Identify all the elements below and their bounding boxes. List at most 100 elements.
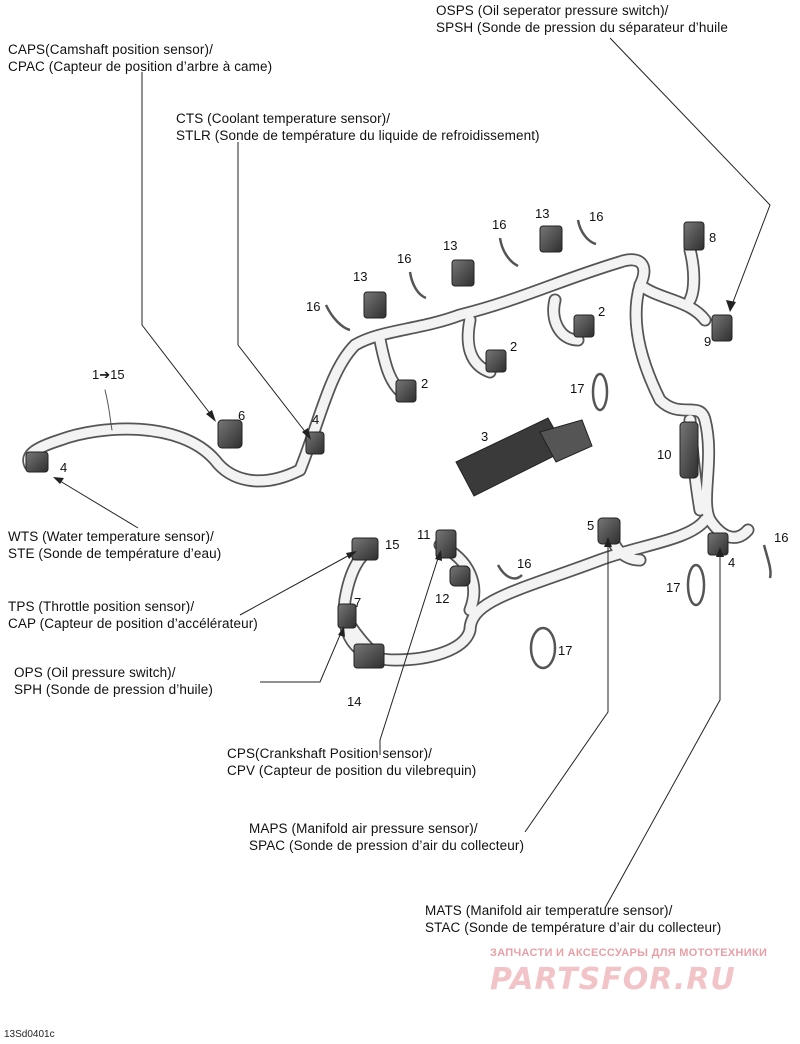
label-wts: WTS (Water temperature sensor)/ STE (Son… bbox=[8, 528, 221, 562]
callout-4-mats: 4 bbox=[728, 555, 735, 570]
connector-10 bbox=[679, 421, 699, 479]
clamp-17c bbox=[529, 626, 557, 670]
callout-6: 6 bbox=[238, 408, 245, 423]
callout-11: 11 bbox=[417, 527, 431, 542]
figure-code: 13Sd0401c bbox=[4, 1029, 55, 1040]
leader-arrowheads bbox=[53, 300, 736, 637]
label-ops: OPS (Oil pressure switch)/ SPH (Sonde de… bbox=[14, 664, 213, 698]
leader-cps bbox=[379, 551, 441, 755]
label-maps-fr: SPAC (Sonde de pression d’air du collect… bbox=[249, 838, 525, 853]
label-cps: CPS(Crankshaft Position sensor)/ CPV (Ca… bbox=[227, 745, 476, 779]
watermark-tagline: ЗАПЧАСТИ И АКСЕССУАРЫ ДЛЯ МОТОТЕХНИКИ bbox=[490, 947, 768, 959]
callout-numbers: 1➔15 6 4 4 16 13 16 13 16 13 16 8 9 2 2 … bbox=[60, 206, 788, 709]
label-cts-fr: STLR (Sonde de température du liquide de… bbox=[176, 128, 540, 143]
callout-3: 3 bbox=[481, 429, 488, 444]
callout-5: 5 bbox=[587, 518, 594, 533]
clamp-16c bbox=[498, 237, 519, 268]
label-wts-en: WTS (Water temperature sensor)/ bbox=[8, 529, 214, 544]
connector-2b bbox=[485, 349, 507, 373]
callout-12: 12 bbox=[435, 591, 449, 606]
label-osps-en: OSPS (Oil seperator pressure switch)/ bbox=[436, 3, 669, 18]
callout-7: 7 bbox=[354, 595, 361, 610]
label-mats: MATS (Manifold air temperature sensor)/ … bbox=[425, 902, 721, 936]
callout-13-a: 13 bbox=[353, 269, 367, 284]
callout-16-d: 16 bbox=[589, 209, 603, 224]
callout-17-a: 17 bbox=[570, 381, 584, 396]
clamp-16a bbox=[324, 304, 351, 332]
label-caps-fr: CPAC (Capteur de position d’arbre à came… bbox=[8, 59, 273, 74]
connector-4b bbox=[25, 451, 49, 473]
callout-9: 9 bbox=[704, 334, 711, 349]
label-osps: OSPS (Oil seperator pressure switch)/ SP… bbox=[436, 2, 728, 36]
callout-4-wts: 4 bbox=[60, 460, 67, 475]
connector-13c bbox=[539, 225, 563, 253]
callout-8: 8 bbox=[709, 230, 716, 245]
callout-10: 10 bbox=[657, 447, 671, 462]
label-mats-fr: STAC (Sonde de température d’air du coll… bbox=[425, 920, 722, 935]
leader-osps bbox=[609, 37, 771, 311]
label-ops-fr: SPH (Sonde de pression d’huile) bbox=[14, 682, 213, 697]
callout-17-c: 17 bbox=[558, 643, 572, 658]
label-cts-en: CTS (Coolant temperature sensor)/ bbox=[176, 111, 391, 126]
leader-wts bbox=[54, 477, 139, 529]
callout-16-f: 16 bbox=[774, 530, 788, 545]
connector-13b bbox=[451, 259, 475, 287]
label-caps: CAPS(Camshaft position sensor)/ CPAC (Ca… bbox=[8, 41, 272, 75]
connector-9 bbox=[711, 314, 733, 342]
leader-lines bbox=[54, 37, 771, 909]
label-tps-en: TPS (Throttle position sensor)/ bbox=[8, 599, 195, 614]
connector-3-plug bbox=[539, 419, 593, 463]
callout-16-c: 16 bbox=[492, 217, 506, 232]
callout-14: 14 bbox=[347, 694, 361, 709]
callout-range: 1➔15 bbox=[92, 367, 125, 382]
connector-12 bbox=[449, 565, 471, 587]
label-mats-en: MATS (Manifold air temperature sensor)/ bbox=[425, 903, 673, 918]
callout-16-e: 16 bbox=[517, 556, 531, 571]
clamp-16f bbox=[762, 544, 772, 579]
connector-4a bbox=[305, 431, 325, 455]
label-cps-en: CPS(Crankshaft Position sensor)/ bbox=[227, 746, 433, 761]
callout-13-c: 13 bbox=[535, 206, 549, 221]
clamp-17a bbox=[591, 372, 609, 412]
connector-4c bbox=[707, 532, 729, 556]
label-tps-fr: CAP (Capteur de position d’accélérateur) bbox=[8, 616, 258, 631]
callout-2-c: 2 bbox=[598, 304, 605, 319]
connectors bbox=[25, 221, 733, 669]
connector-15 bbox=[351, 537, 379, 561]
connector-2c bbox=[573, 314, 595, 338]
callout-17-b: 17 bbox=[666, 580, 680, 595]
leader-mats bbox=[604, 550, 721, 909]
connector-6 bbox=[217, 419, 243, 449]
label-tps: TPS (Throttle position sensor)/ CAP (Cap… bbox=[8, 598, 258, 632]
callout-15: 15 bbox=[385, 537, 399, 552]
label-maps: MAPS (Manifold air pressure sensor)/ SPA… bbox=[249, 820, 524, 854]
callout-13-b: 13 bbox=[443, 238, 457, 253]
connector-2a bbox=[395, 379, 417, 403]
connector-8 bbox=[683, 221, 705, 251]
leader-tps bbox=[239, 551, 356, 616]
connector-7 bbox=[337, 603, 357, 629]
leader-maps bbox=[524, 540, 609, 833]
label-maps-en: MAPS (Manifold air pressure sensor)/ bbox=[249, 821, 478, 836]
label-cts: CTS (Coolant temperature sensor)/ STLR (… bbox=[176, 110, 540, 144]
callout-2-a: 2 bbox=[421, 376, 428, 391]
clamp-17b bbox=[686, 563, 706, 607]
leader-caps bbox=[141, 72, 216, 421]
watermark-logo: PARTSFOR.RU bbox=[490, 962, 736, 997]
clamp-16e bbox=[496, 564, 523, 580]
callout-4-cts: 4 bbox=[312, 412, 319, 427]
label-cps-fr: CPV (Capteur de position du vilebrequin) bbox=[227, 763, 477, 778]
label-caps-en: CAPS(Camshaft position sensor)/ bbox=[8, 42, 213, 57]
clamp-16d bbox=[576, 219, 597, 246]
clamp-16b bbox=[408, 271, 427, 300]
label-wts-fr: STE (Sonde de température d’eau) bbox=[8, 546, 222, 561]
label-ops-en: OPS (Oil pressure switch)/ bbox=[14, 665, 176, 680]
callout-16-a: 16 bbox=[306, 299, 320, 314]
label-osps-fr: SPSH (Sonde de pression du séparateur d’… bbox=[436, 20, 728, 35]
leader-cts bbox=[237, 142, 311, 439]
callout-16-b: 16 bbox=[397, 251, 411, 266]
callout-2-b: 2 bbox=[510, 339, 517, 354]
leader-ops bbox=[260, 627, 344, 683]
connector-13a bbox=[363, 291, 387, 319]
